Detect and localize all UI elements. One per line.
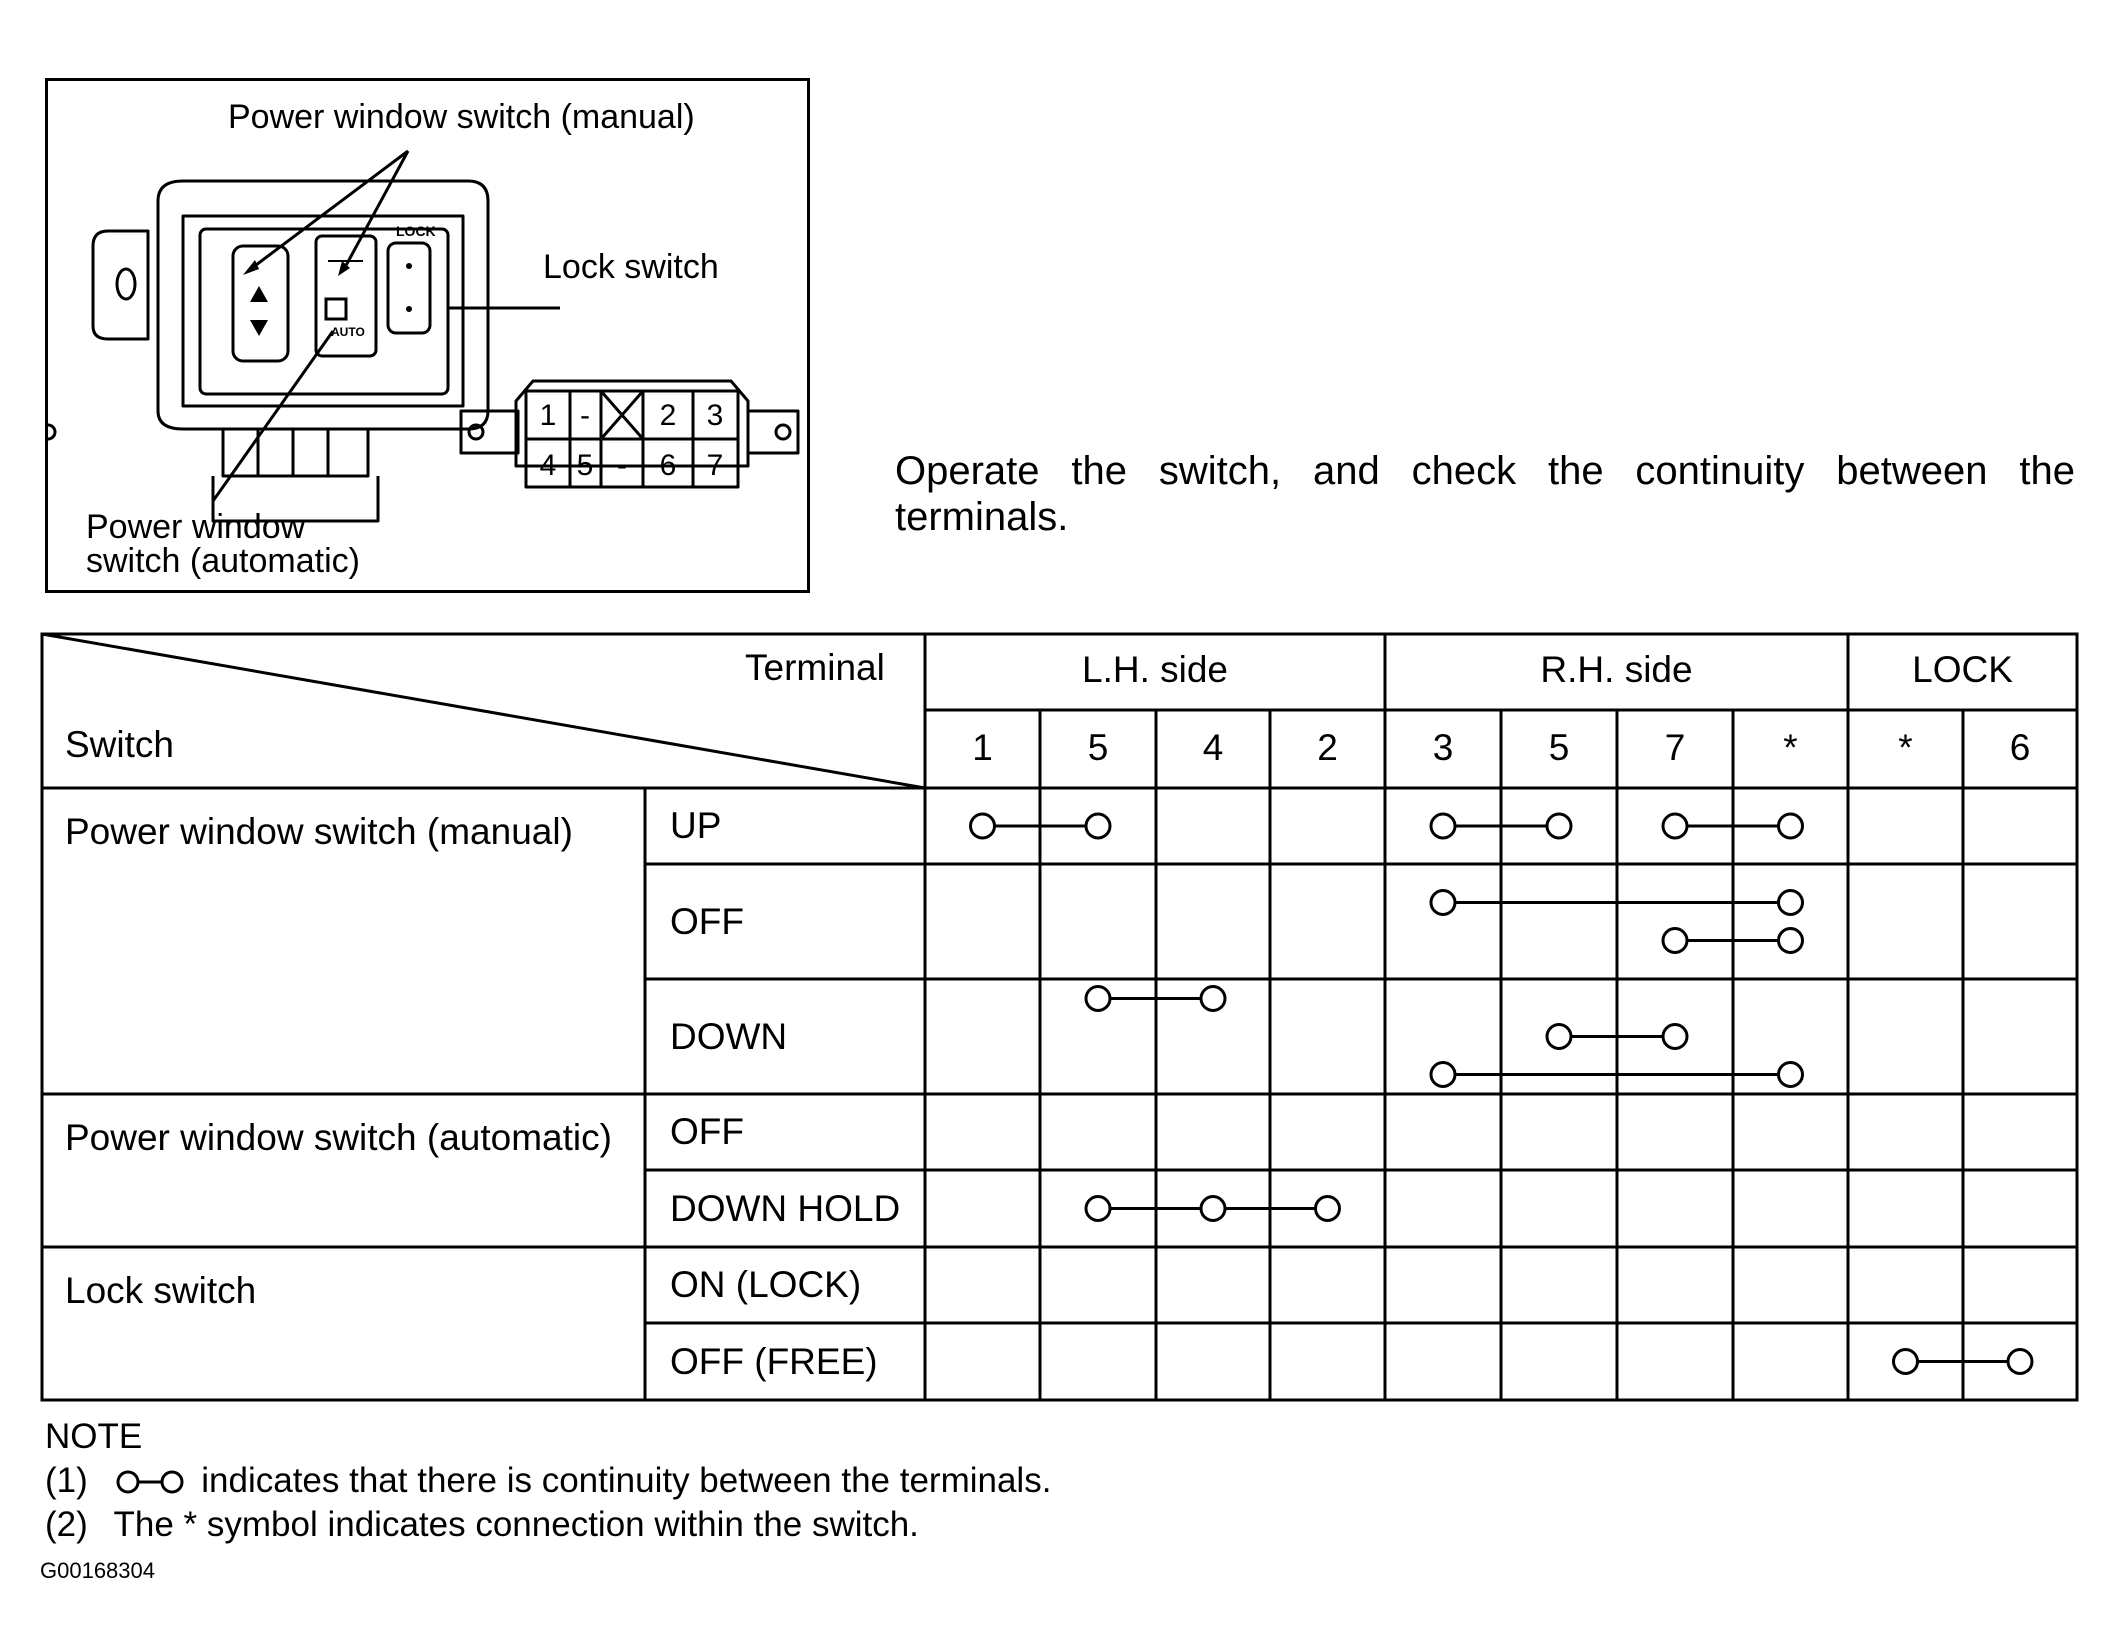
lock-dot [406, 263, 412, 269]
pin-label: - [580, 399, 590, 432]
pin-label: 4 [540, 449, 557, 482]
switch-panel [198, 227, 450, 396]
continuity-terminal [1892, 1348, 1919, 1375]
down-arrow-icon [250, 320, 268, 336]
pin-label: 3 [707, 399, 724, 432]
lock-label: LOCK [396, 223, 436, 239]
pin-label: - [617, 449, 627, 482]
instruction-text: Operate the switch, and check the contin… [895, 449, 2075, 539]
terminal-header: 4 [1202, 727, 1224, 768]
switch-name: Power window switch (automatic) [65, 1117, 612, 1158]
header-terminal: Terminal [745, 647, 885, 688]
label-auto-switch-line2: switch (automatic) [86, 542, 360, 580]
continuity-terminal [2006, 1348, 2034, 1375]
continuity-terminal [1429, 812, 1457, 840]
pin-label: 5 [577, 449, 594, 482]
leader-line-manual-1 [247, 149, 409, 273]
pin-label: 1 [540, 399, 557, 432]
continuity-terminal [1084, 985, 1112, 1012]
terminal-header: 1 [972, 727, 993, 768]
note-title: NOTE [45, 1417, 143, 1456]
terminal-header: * [1783, 727, 1798, 768]
continuity-terminal [1199, 1195, 1227, 1222]
arrowhead [243, 260, 259, 275]
pin-label: 2 [660, 399, 677, 432]
mounting-hole [115, 267, 137, 301]
continuity-terminal [1777, 927, 1804, 954]
continuity-terminal [1661, 1023, 1689, 1050]
continuity-terminal [1545, 812, 1573, 840]
harness-block [221, 429, 370, 478]
connector-diagram [48, 379, 800, 489]
switch-illustration: LOCK AUTO 1 - 2 3 4 5 - 6 7 Power window… [45, 78, 810, 593]
leader-line-auto [211, 330, 335, 502]
note-2-text: The * symbol indicates connection within… [113, 1505, 919, 1544]
switch-position: OFF (FREE) [670, 1340, 878, 1382]
table-grid [40, 632, 2079, 1402]
continuity-terminal [1314, 1195, 1341, 1222]
lock-switch-knob [386, 241, 432, 335]
continuity-terminal [1777, 889, 1804, 916]
manual-switch-knob [231, 244, 290, 363]
pin-label: 6 [660, 449, 677, 482]
continuity-terminal [1199, 985, 1227, 1012]
terminal-header: 5 [1548, 727, 1570, 768]
note-1: (1) indicates that there is continuity b… [45, 1459, 1051, 1503]
continuity-links [969, 812, 2034, 1375]
continuity-terminal [1777, 1061, 1804, 1088]
table-border [40, 632, 2079, 1402]
up-arrow-icon [250, 286, 268, 302]
switch-name: Lock switch [65, 1270, 257, 1311]
switch-position: DOWN [670, 1015, 788, 1057]
note-2: (2) The * symbol indicates connection wi… [45, 1503, 1051, 1547]
group-header: LOCK [1912, 649, 2013, 690]
continuity-symbol-icon [116, 1470, 184, 1494]
header-switch: Switch [65, 724, 174, 765]
continuity-terminal [1661, 927, 1689, 954]
terminal-header: 5 [1087, 727, 1109, 768]
figure-id: G00168304 [40, 1558, 155, 1583]
terminal-header: 6 [2009, 727, 2031, 768]
label-manual-switch: Power window switch (manual) [228, 98, 695, 136]
auto-label: AUTO [331, 325, 365, 339]
note-2-number: (2) [45, 1505, 88, 1544]
switch-position: DOWN HOLD [670, 1187, 901, 1229]
header-diagonal [41, 632, 926, 790]
notes: NOTE (1) indicates that there is continu… [45, 1415, 1051, 1547]
switch-bezel [181, 214, 465, 408]
pin-label: 7 [707, 449, 724, 482]
continuity-terminal [1429, 1061, 1457, 1088]
label-lock-switch: Lock switch [543, 248, 719, 286]
continuity-terminal [969, 812, 996, 840]
leader-line-manual-2 [341, 150, 410, 272]
continuity-terminal [1777, 812, 1804, 840]
switch-position: ON (LOCK) [670, 1264, 862, 1305]
continuity-terminal [1429, 889, 1457, 916]
continuity-terminal [1661, 812, 1689, 840]
label-auto-switch-line1: Power window [86, 508, 306, 546]
group-header: L.H. side [1081, 649, 1229, 690]
note-1-text: indicates that there is continuity betwe… [201, 1461, 1052, 1500]
switch-position: UP [670, 805, 722, 846]
switch-position: OFF [670, 900, 744, 942]
arrowhead [338, 261, 350, 276]
terminal-header: * [1898, 727, 1913, 768]
continuity-terminal [1084, 812, 1112, 840]
continuity-terminal [1084, 1195, 1112, 1222]
group-header: R.H. side [1540, 649, 1693, 690]
terminal-header: 7 [1664, 727, 1686, 768]
terminal-header: 3 [1432, 727, 1454, 768]
lock-dot [406, 306, 412, 312]
switch-position: OFF [670, 1111, 744, 1152]
switch-drawing: LOCK AUTO 1 - 2 3 4 5 - 6 7 [48, 149, 800, 523]
mounting-tab [91, 229, 150, 341]
auto-symbol-icon [324, 297, 348, 321]
continuity-terminal [1545, 1023, 1573, 1050]
terminal-header: 2 [1317, 727, 1338, 768]
note-1-number: (1) [45, 1461, 88, 1500]
switch-name: Power window switch (manual) [65, 811, 573, 852]
auto-switch-knob [314, 234, 378, 358]
